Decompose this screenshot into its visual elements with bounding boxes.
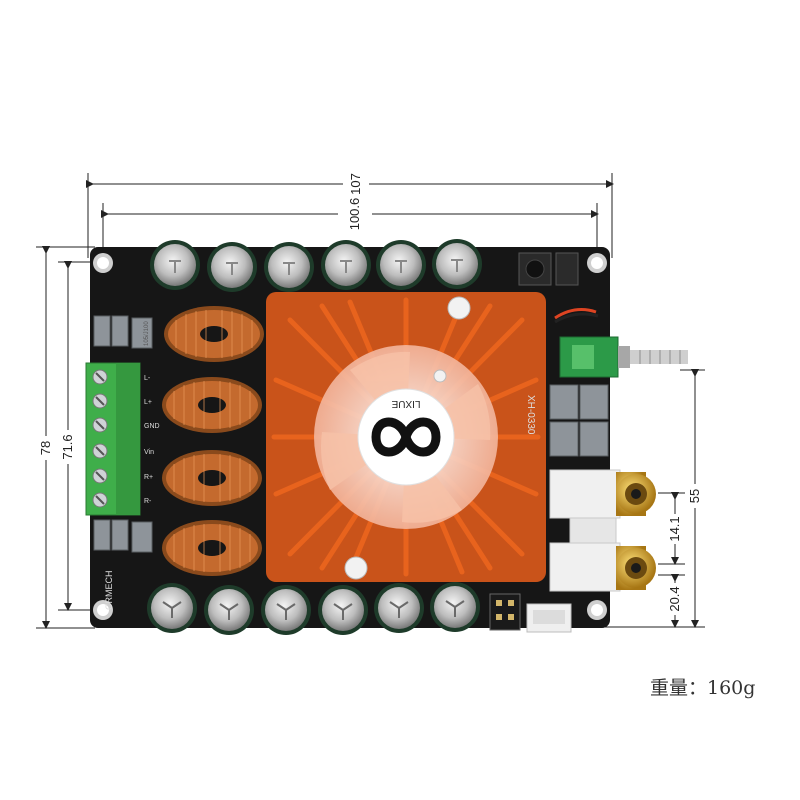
dim-overall-width: 107: [348, 173, 363, 195]
mounting-holes: [93, 253, 607, 620]
weight-label: 重量：160g: [650, 677, 756, 699]
dim-rca-offset: 20.4: [667, 586, 682, 611]
terminal-label-3: GND: [144, 423, 160, 430]
heatsink: LIXUE: [266, 292, 546, 582]
terminal-label-6: R-: [144, 498, 152, 505]
dim-rca-spacing: 14.1: [667, 516, 682, 541]
standoffs: [344, 296, 471, 580]
jst-connector: [526, 603, 572, 633]
terminal-label-1: L-: [144, 375, 151, 382]
capacitors-top: [150, 239, 482, 292]
dimension-labels: 107 100.6 78 71.6 55 14.1 20.4: [38, 173, 703, 615]
dim-right-height: 55: [687, 489, 702, 503]
terminal-label-5: R+: [144, 474, 153, 481]
power-switch: [518, 252, 552, 286]
terminal-label-4: Vin: [144, 449, 154, 456]
dim-hole-height: 71.6: [60, 434, 75, 459]
terminal-label-2: L+: [144, 399, 152, 406]
brand-silkscreen: CRMECH: [104, 571, 114, 611]
amplifier-board: L- L+ GND Vin R+ R-: [85, 239, 688, 635]
volume-potentiometer: [554, 308, 688, 378]
dim-overall-height: 78: [38, 441, 53, 455]
pin-header: [489, 593, 521, 631]
speaker-terminal-block: [85, 362, 141, 516]
fan-logo-text: LIXUE: [391, 398, 420, 409]
capacitors-bottom: [147, 582, 480, 635]
capacitor-value-silkscreen: 105/J100: [144, 321, 150, 346]
board-model-text: XH-0330: [525, 395, 536, 435]
rca-input-jacks: [549, 469, 656, 592]
dim-hole-width: 100.6: [347, 198, 362, 231]
film-capacitors: [93, 315, 609, 553]
terminal-silkscreen: L- L+ GND Vin R+ R-: [144, 375, 160, 505]
inductor-coils: [162, 306, 264, 576]
